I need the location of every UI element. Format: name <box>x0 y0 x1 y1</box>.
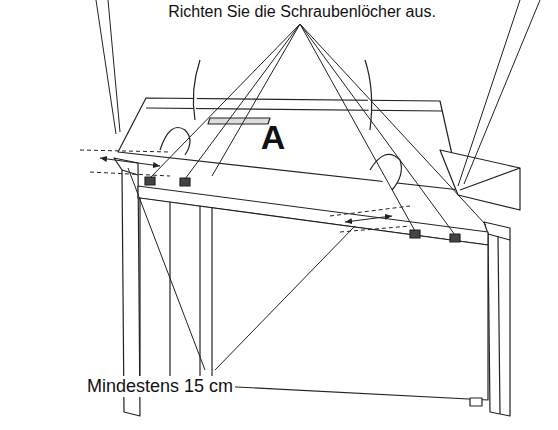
part-letter: A <box>261 118 286 157</box>
dimension-label: Mindestens 15 cm <box>85 376 235 397</box>
note-label: Richten Sie die Schraubenlöcher aus. <box>166 3 438 21</box>
